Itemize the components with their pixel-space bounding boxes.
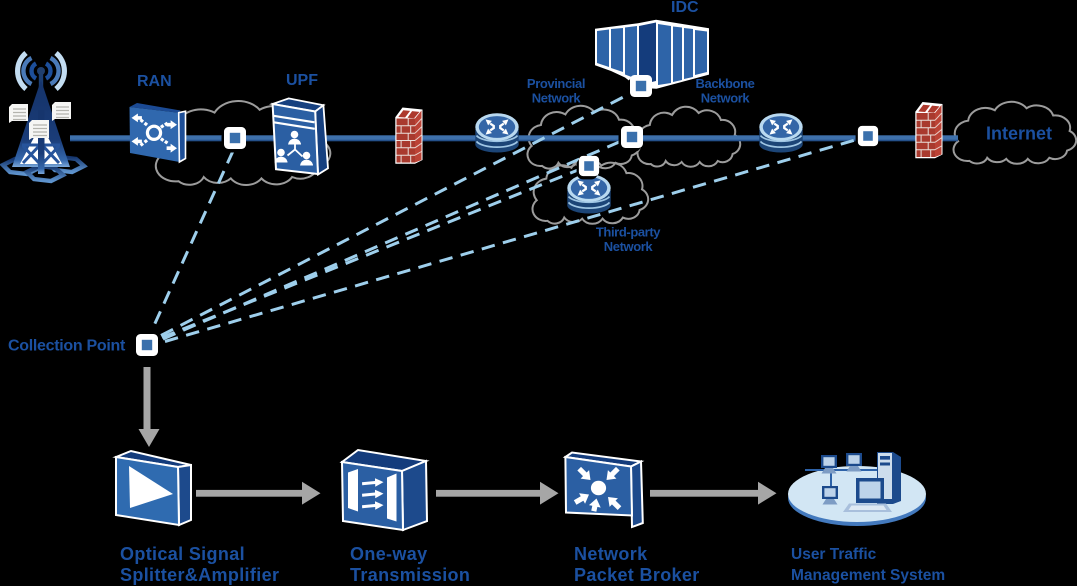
svg-text:Internet: Internet — [986, 124, 1052, 144]
svg-text:Provincial: Provincial — [527, 76, 585, 91]
svg-text:Collection Point: Collection Point — [8, 338, 126, 355]
svg-text:Optical Signal: Optical Signal — [120, 544, 245, 564]
svg-text:IDC: IDC — [671, 0, 699, 16]
svg-text:Network: Network — [532, 90, 582, 105]
svg-text:Network: Network — [604, 239, 654, 254]
svg-text:User Traffic: User Traffic — [791, 546, 877, 563]
svg-text:One-way: One-way — [350, 544, 427, 564]
svg-text:Network: Network — [574, 544, 648, 564]
svg-text:Transmission: Transmission — [350, 565, 470, 585]
svg-text:Splitter&Amplifier: Splitter&Amplifier — [120, 565, 279, 585]
svg-text:Third-party: Third-party — [596, 225, 661, 240]
svg-text:Backbone: Backbone — [696, 76, 755, 91]
svg-text:Packet Broker: Packet Broker — [574, 565, 700, 585]
svg-text:Management System: Management System — [791, 567, 945, 584]
svg-text:RAN: RAN — [137, 73, 172, 90]
svg-text:Network: Network — [701, 90, 751, 105]
svg-text:UPF: UPF — [286, 72, 318, 89]
